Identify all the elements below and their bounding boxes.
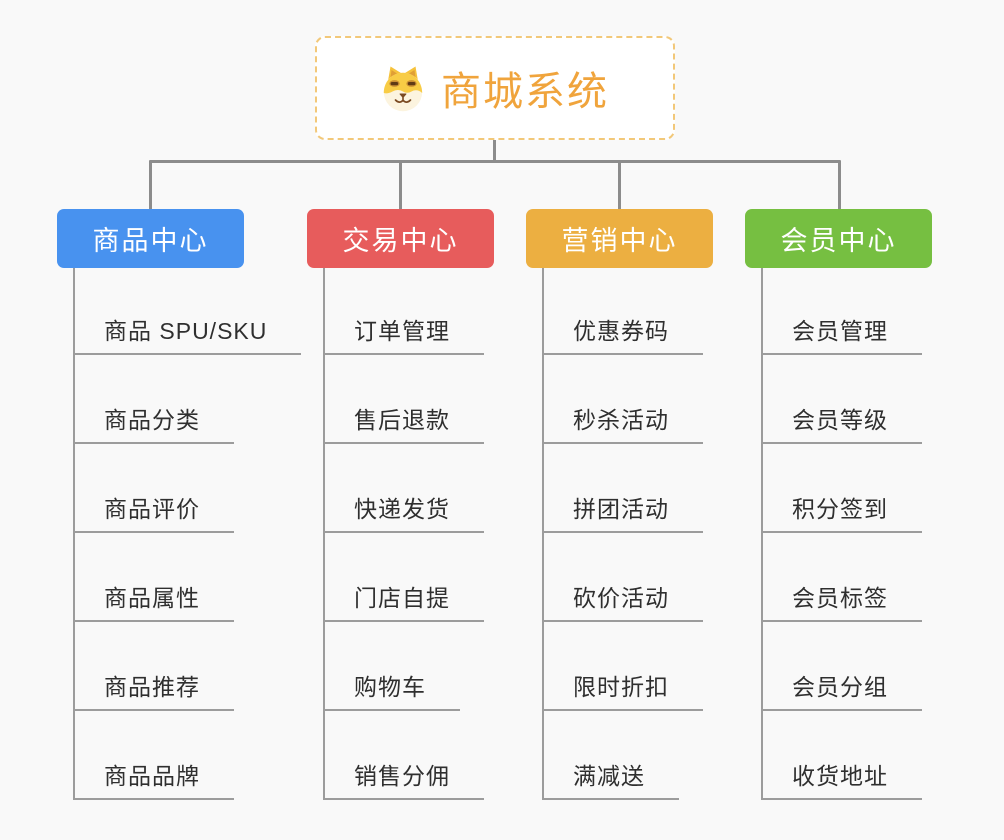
child-item[interactable]: 会员等级 [761,355,922,444]
branch-box-marketing[interactable]: 营销中心 [526,209,713,268]
child-item[interactable]: 限时折扣 [542,622,703,711]
child-item[interactable]: 商品评价 [73,444,234,533]
branch-label: 商品中心 [92,226,209,256]
branch-stem [73,268,75,800]
child-item[interactable]: 商品分类 [73,355,234,444]
children-list-trade: 订单管理售后退款快递发货门店自提购物车销售分佣 [323,266,484,800]
branch-member-center: 会员中心 会员管理会员等级积分签到会员标签会员分组收货地址 [745,209,933,800]
branch-box-product[interactable]: 商品中心 [57,209,244,268]
branch-trade-center: 交易中心 订单管理售后退款快递发货门店自提购物车销售分佣 [307,209,495,800]
child-item[interactable]: 会员标签 [761,533,922,622]
branch-label: 会员中心 [780,226,897,256]
child-item[interactable]: 拼团活动 [542,444,703,533]
child-item[interactable]: 满减送 [542,711,679,800]
child-item[interactable]: 购物车 [323,622,460,711]
child-item[interactable]: 会员分组 [761,622,922,711]
branch-marketing-center: 营销中心 优惠券码秒杀活动拼团活动砍价活动限时折扣满减送 [526,209,714,800]
child-item[interactable]: 砍价活动 [542,533,703,622]
child-item[interactable]: 商品 SPU/SKU [73,266,302,355]
connector-drop-trade [399,160,402,211]
child-item[interactable]: 商品品牌 [73,711,234,800]
connector-drop-member [838,160,841,211]
connector-drop-product [149,160,152,211]
branch-label: 交易中心 [342,226,459,256]
branch-stem [761,268,763,800]
child-item[interactable]: 积分签到 [761,444,922,533]
connector-bus [149,160,841,163]
dog-face-icon [383,66,423,112]
branch-stem [323,268,325,800]
child-item[interactable]: 商品属性 [73,533,234,622]
child-item[interactable]: 订单管理 [323,266,484,355]
root-title: 商城系统 [441,70,609,114]
branch-label: 营销中心 [561,226,678,256]
children-list-marketing: 优惠券码秒杀活动拼团活动砍价活动限时折扣满减送 [542,266,703,800]
children-list-member: 会员管理会员等级积分签到会员标签会员分组收货地址 [761,266,922,800]
child-item[interactable]: 售后退款 [323,355,484,444]
branch-stem [542,268,544,800]
child-item[interactable]: 秒杀活动 [542,355,703,444]
child-item[interactable]: 商品推荐 [73,622,234,711]
child-item[interactable]: 销售分佣 [323,711,484,800]
child-item[interactable]: 门店自提 [323,533,484,622]
connector-root-stem [493,138,496,163]
branch-box-member[interactable]: 会员中心 [745,209,932,268]
child-item[interactable]: 优惠券码 [542,266,703,355]
root-node[interactable]: 商城系统 [315,36,675,140]
branch-box-trade[interactable]: 交易中心 [307,209,494,268]
connector-drop-marketing [618,160,621,211]
child-item[interactable]: 收货地址 [761,711,922,800]
child-item[interactable]: 会员管理 [761,266,922,355]
child-item[interactable]: 快递发货 [323,444,484,533]
